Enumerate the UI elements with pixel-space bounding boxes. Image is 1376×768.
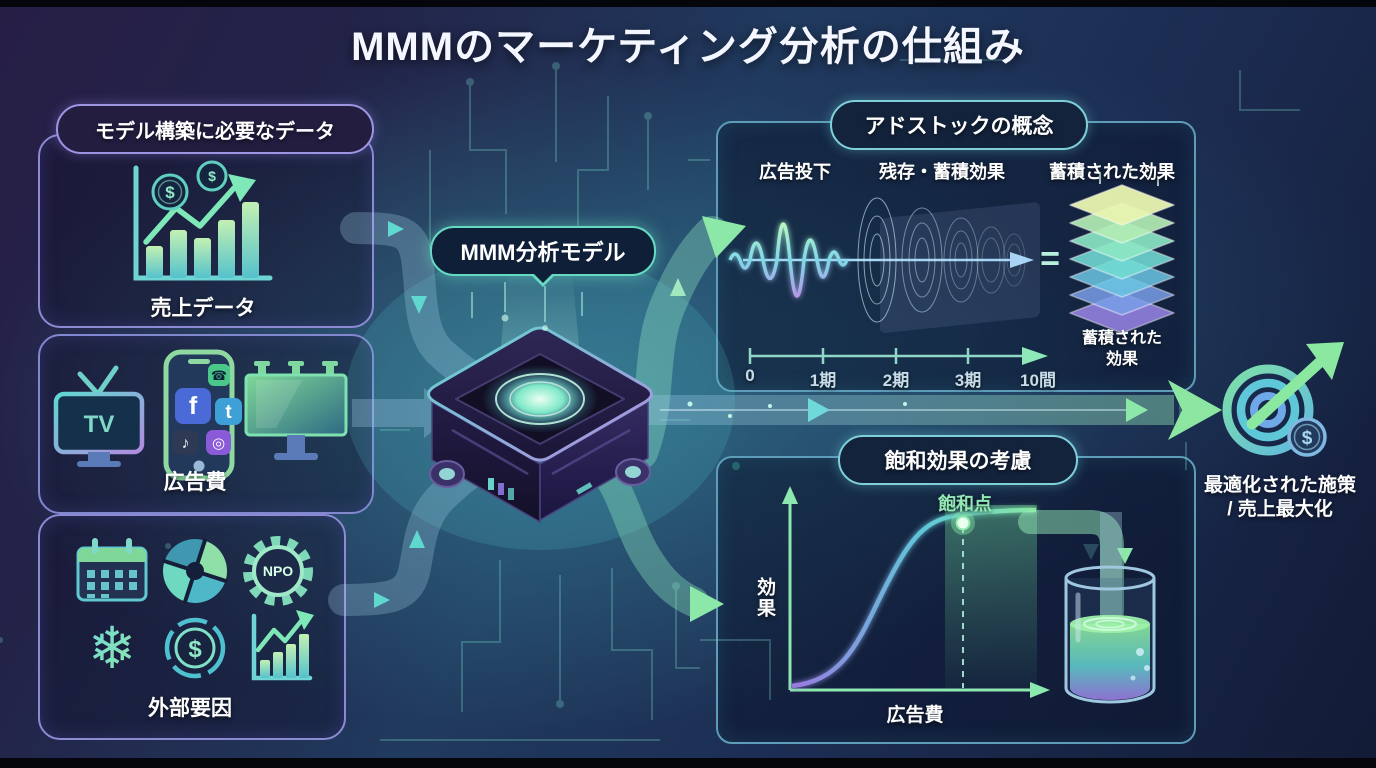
outcome-line1: 最適化された施策	[1203, 475, 1356, 496]
chevron-right-icon	[374, 592, 390, 608]
instagram-icon	[206, 430, 231, 455]
tv-icon: TV	[53, 365, 145, 467]
x-axis-label: 広告費	[886, 705, 944, 726]
svg-text:☎: ☎	[211, 368, 227, 383]
svg-text:f: f	[189, 392, 198, 420]
accumulated-stack-icon	[1069, 184, 1175, 334]
trend-chart-icon	[251, 610, 314, 681]
light-streaks	[471, 282, 583, 331]
saturation-shade	[945, 505, 1037, 689]
twitter-icon	[215, 398, 242, 425]
adstock-input-label: 広告投下	[759, 162, 831, 182]
tube-chip-to-saturation	[583, 447, 709, 617]
tiktok-icon	[173, 430, 198, 455]
ad-pulse-waveform	[728, 222, 849, 298]
calendar-icon	[76, 538, 148, 602]
saturation-curve	[791, 507, 1037, 689]
chevron-right-icon	[808, 398, 830, 422]
arrowhead-icon	[690, 586, 724, 622]
bottom-border-bar	[0, 758, 1376, 768]
arrowhead-icon	[1010, 252, 1034, 268]
band-chip-to-target	[640, 395, 1174, 425]
sales-chart-icon: $ $	[133, 160, 273, 281]
chevron-right-icon	[1126, 398, 1148, 422]
adstock-header: アドストックの概念	[830, 100, 1088, 150]
arrowhead-icon	[1030, 682, 1050, 698]
adstock-art: =	[728, 166, 1175, 365]
chevron-up-icon	[670, 278, 686, 296]
arrowhead-icon	[1306, 342, 1344, 380]
smartphone-social-icon: ☎ f t ♪ ◎	[163, 349, 242, 481]
sales-label: 売上データ	[150, 297, 256, 320]
page-title: MMMのマーケティング分析の仕組み	[351, 25, 1025, 69]
model-label-bubble: MMM分析モデル	[430, 226, 656, 276]
top-border-bar	[0, 0, 1376, 7]
npo-label: NPO	[263, 563, 293, 579]
arrowhead-icon	[1168, 380, 1222, 440]
outcome-line2: / 売上最大化	[1227, 499, 1333, 520]
external-factor-icons: NPO ❄ $	[76, 536, 314, 681]
saturation-point-label: 飽和点	[938, 494, 992, 514]
tube-into-beaker	[1018, 510, 1124, 624]
left-panel-header: モデル構築に必要なデータ	[56, 104, 374, 154]
billboard-icon	[244, 361, 348, 460]
svg-text:◎: ◎	[212, 435, 225, 452]
chevron-down-icon	[1117, 548, 1133, 564]
arrowhead-icon	[702, 216, 746, 258]
tick-2: 2期	[882, 371, 910, 390]
pie-chart-icon	[162, 538, 228, 604]
chevron-down-icon	[1083, 544, 1099, 560]
beaker-icon	[1064, 512, 1156, 704]
snowflake-icon: ❄	[88, 616, 137, 681]
chevron-right-icon	[388, 221, 404, 237]
chevron-down-icon	[411, 296, 427, 314]
stack-caption-line2: 効果	[1105, 351, 1138, 368]
gear-npo-icon: NPO	[243, 536, 313, 606]
tick-0: 0	[745, 366, 755, 385]
tick-3: 3期	[954, 371, 982, 390]
adstock-result-label: 蓄積された効果	[1049, 162, 1175, 182]
adstock-decay-label: 残存・蓄積効果	[879, 162, 1005, 182]
arrowhead-icon	[782, 486, 798, 504]
svg-text:$: $	[188, 636, 202, 663]
model-label: MMM分析モデル	[460, 240, 626, 265]
tick-4: 10間	[1020, 371, 1056, 390]
equals-sign: =	[1040, 240, 1060, 278]
saturation-art	[782, 486, 1156, 704]
saturation-point-dot	[955, 515, 971, 531]
decay-rings	[857, 197, 1026, 323]
arrowhead-icon	[1022, 347, 1048, 365]
chevron-up-icon	[409, 530, 425, 548]
mmm-chip-illustration	[427, 272, 653, 524]
arrow-adspend-to-chip	[352, 388, 456, 438]
dollar-icon: $	[208, 168, 216, 184]
svg-text:♪: ♪	[182, 435, 190, 452]
saturation-header: 飽和効果の考慮	[838, 435, 1078, 485]
chat-app-icon	[208, 364, 230, 386]
money-coin-icon: $	[164, 617, 226, 679]
external-label: 外部要因	[148, 697, 232, 720]
facebook-icon	[175, 388, 211, 424]
svg-text:t: t	[225, 402, 232, 423]
dollar-icon: $	[165, 183, 175, 202]
target-goal-icon: $	[1222, 342, 1344, 457]
ad-spend-label: 広告費	[163, 471, 227, 494]
stack-caption-line1: 蓄積された	[1081, 330, 1162, 347]
tv-label: TV	[84, 411, 115, 438]
svg-text:$: $	[1302, 428, 1313, 449]
tick-1: 1期	[809, 371, 837, 390]
y-axis-label: 効果	[754, 577, 775, 619]
